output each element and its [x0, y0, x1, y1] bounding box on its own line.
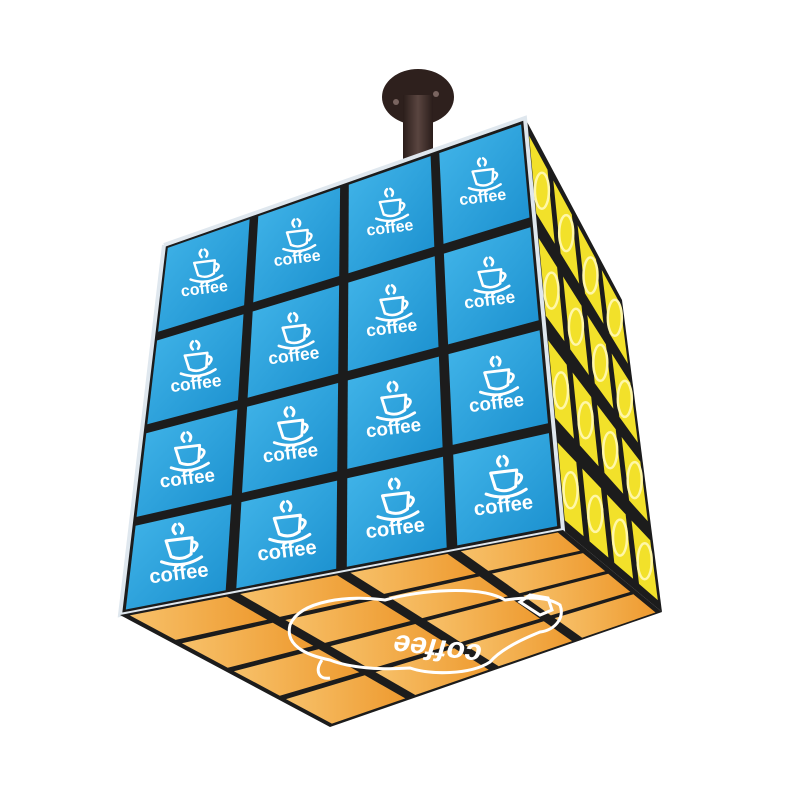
coffee-tile-label: coffee [273, 247, 322, 270]
circle-pattern-icon [592, 343, 609, 383]
yellow-tile [538, 238, 565, 342]
coffee-cup-icon [478, 355, 520, 397]
coffee-tile: coffee [347, 256, 439, 371]
circle-pattern-icon [606, 298, 624, 338]
yellow-tile [611, 353, 638, 443]
coffee-tile: coffee [439, 124, 530, 244]
coffee-cup-icon [277, 311, 315, 350]
orange-tile [181, 622, 314, 668]
yellow-tile [557, 442, 584, 537]
yellow-tile [601, 270, 628, 364]
coffee-cup-icon [272, 405, 314, 447]
yellow-tile [553, 180, 580, 284]
orange-tile [330, 624, 450, 669]
circle-pattern-icon [533, 171, 551, 210]
coffee-tile-label: coffee [366, 217, 415, 240]
yellow-tile [582, 468, 609, 558]
yellow-tile [587, 315, 614, 409]
yellow-tile [548, 340, 574, 439]
orange-tile [388, 576, 508, 619]
yellow-tile [597, 404, 624, 494]
circle-pattern-icon [562, 471, 579, 510]
coffee-cup-icon [375, 380, 417, 422]
yellow-tile [621, 437, 648, 522]
coffee-cup-icon [484, 454, 528, 499]
yellow-tile [631, 520, 658, 601]
yellow-tile [529, 135, 555, 244]
coffee-cup-icon [467, 157, 502, 192]
circle-pattern-icon [601, 430, 619, 470]
coffee-tile: coffee [453, 433, 558, 546]
orange-tile [492, 553, 606, 594]
coffee-cup-icon [376, 477, 420, 522]
coffee-cup-icon [375, 284, 413, 322]
coffee-tile-label: coffee [458, 187, 507, 210]
front-face-blue: coffeecoffeecoffeecoffeecoffeecoffeecoff… [117, 115, 566, 618]
circle-pattern-icon [616, 379, 634, 419]
coffee-tile-label: coffee [180, 278, 229, 301]
coffee-tile: coffee [158, 219, 250, 332]
coffee-tile: coffee [125, 504, 232, 610]
coffee-tile: coffee [247, 285, 340, 398]
circle-pattern-icon [636, 541, 653, 581]
yellow-tile [563, 276, 589, 376]
orange-tile [240, 575, 372, 617]
coffee-cup-icon [268, 499, 312, 544]
orange-tile [554, 594, 656, 638]
coffee-tile: coffee [443, 227, 539, 345]
coffee-cup-icon [189, 248, 224, 283]
circle-pattern-icon [543, 271, 560, 310]
coffee-cup-icon [473, 256, 511, 294]
circle-pattern-icon [567, 307, 585, 346]
coffee-tile: coffee [236, 480, 338, 589]
coffee-tile: coffee [346, 456, 447, 567]
coffee-cup-icon [282, 217, 317, 253]
circle-pattern-icon [552, 371, 570, 410]
orange-tile [129, 596, 268, 640]
coffee-cup-icon [169, 431, 210, 472]
coffee-cup-icon [160, 522, 204, 567]
coffee-tile: coffee [253, 187, 341, 303]
coffee-tile: coffee [136, 409, 238, 517]
circle-pattern-icon [557, 213, 575, 253]
circle-pattern-icon [611, 518, 629, 557]
yellow-tile [577, 225, 604, 324]
coffee-bean-sign-icon [287, 589, 563, 680]
coffee-tile: coffee [347, 356, 443, 469]
circle-pattern-icon [626, 460, 643, 500]
coffee-tile: coffee [242, 383, 339, 493]
orange-tile [460, 532, 580, 571]
yellow-tile [572, 372, 599, 467]
circle-pattern-icon [577, 401, 594, 440]
circle-pattern-icon [587, 494, 604, 534]
coffee-tile: coffee [348, 156, 435, 274]
coffee-cup-icon [179, 339, 217, 378]
yellow-tile [606, 494, 634, 579]
coffee-tile: coffee [147, 314, 244, 425]
coffee-cup-icon [374, 187, 410, 223]
orange-tile [350, 553, 476, 594]
orange-tile [426, 598, 540, 643]
orange-tile [285, 599, 411, 643]
orange-tile [465, 621, 573, 667]
circle-pattern-icon [582, 256, 599, 295]
orange-tile [286, 675, 406, 724]
bottom-face-orange: coffee [120, 530, 662, 727]
coffee-tile: coffee [448, 330, 548, 445]
